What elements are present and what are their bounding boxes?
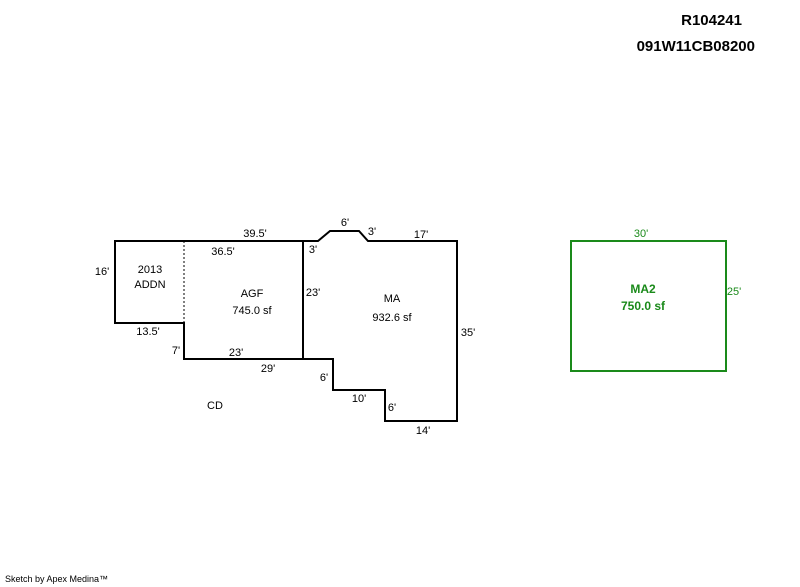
ma2-outline bbox=[570, 240, 727, 372]
footer-credit: Sketch by Apex Medina™ bbox=[5, 574, 109, 584]
dim-left-side: 16' bbox=[95, 266, 109, 278]
dim-notch-top: 6' bbox=[341, 217, 349, 229]
dim-bottom-29: 29' bbox=[261, 363, 275, 375]
dim-notch-left: 3' bbox=[309, 244, 317, 256]
dim-step1-horizontal: 10' bbox=[352, 393, 366, 405]
cd-label: CD bbox=[207, 400, 223, 412]
dim-ma-right: 35' bbox=[461, 327, 475, 339]
dim-step1-vertical: 6' bbox=[320, 372, 328, 384]
dim-ma2-top: 30' bbox=[634, 228, 648, 240]
agf-area: 745.0 sf bbox=[232, 305, 272, 317]
ma-label: MA bbox=[384, 293, 401, 305]
dim-top-left: 39.5' bbox=[243, 228, 267, 240]
dim-bottom-14: 14' bbox=[416, 425, 430, 437]
ma2-label: MA2 bbox=[630, 282, 656, 296]
parcel-id: R104241 bbox=[681, 12, 742, 29]
dim-addn-bottom: 13.5' bbox=[136, 326, 160, 338]
dim-agf-bottom: 23' bbox=[229, 347, 243, 359]
addn-year-label: 2013 bbox=[138, 264, 162, 276]
agf-label: AGF bbox=[241, 288, 264, 300]
ma2-area: 750.0 sf bbox=[621, 299, 666, 313]
dim-notch-right: 3' bbox=[368, 226, 376, 238]
dim-step2-vertical: 6' bbox=[388, 402, 396, 414]
addn-label: ADDN bbox=[134, 279, 165, 291]
dim-step-down: 7' bbox=[172, 345, 180, 357]
ma-area: 932.6 sf bbox=[372, 312, 412, 324]
map-number: 091W11CB08200 bbox=[636, 38, 755, 55]
dim-agf-right: 23' bbox=[306, 287, 320, 299]
dim-ma-top: 17' bbox=[414, 229, 428, 241]
dim-ma2-right: 25' bbox=[727, 286, 741, 298]
main-building-outline bbox=[114, 230, 458, 422]
dim-inner-top: 36.5' bbox=[211, 246, 235, 258]
